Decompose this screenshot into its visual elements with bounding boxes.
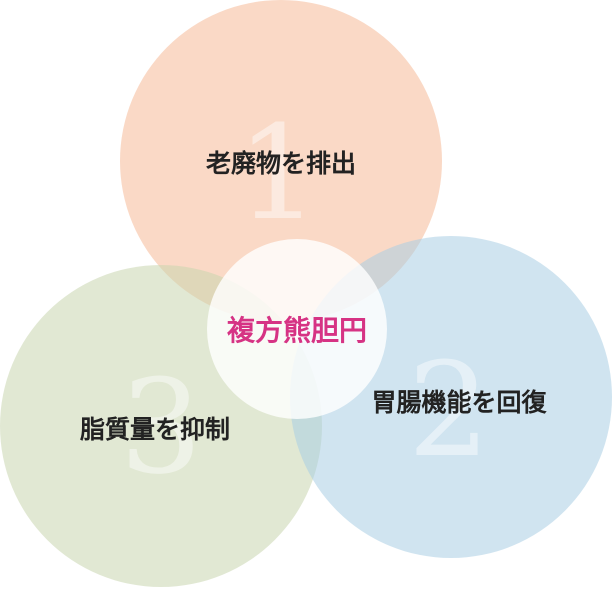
circle-2-number: 2 <box>408 334 491 486</box>
circle-1-label: 老廃物を排出 <box>206 149 356 178</box>
center-circle <box>207 239 387 419</box>
center-label: 複方熊胆円 <box>227 314 367 347</box>
circle-1 <box>120 0 442 322</box>
circle-2-label: 胃腸機能を回復 <box>371 388 547 417</box>
circle-3-label: 脂質量を抑制 <box>80 415 230 444</box>
circle-3-number: 3 <box>120 351 203 503</box>
circle-1-number: 1 <box>237 97 320 249</box>
